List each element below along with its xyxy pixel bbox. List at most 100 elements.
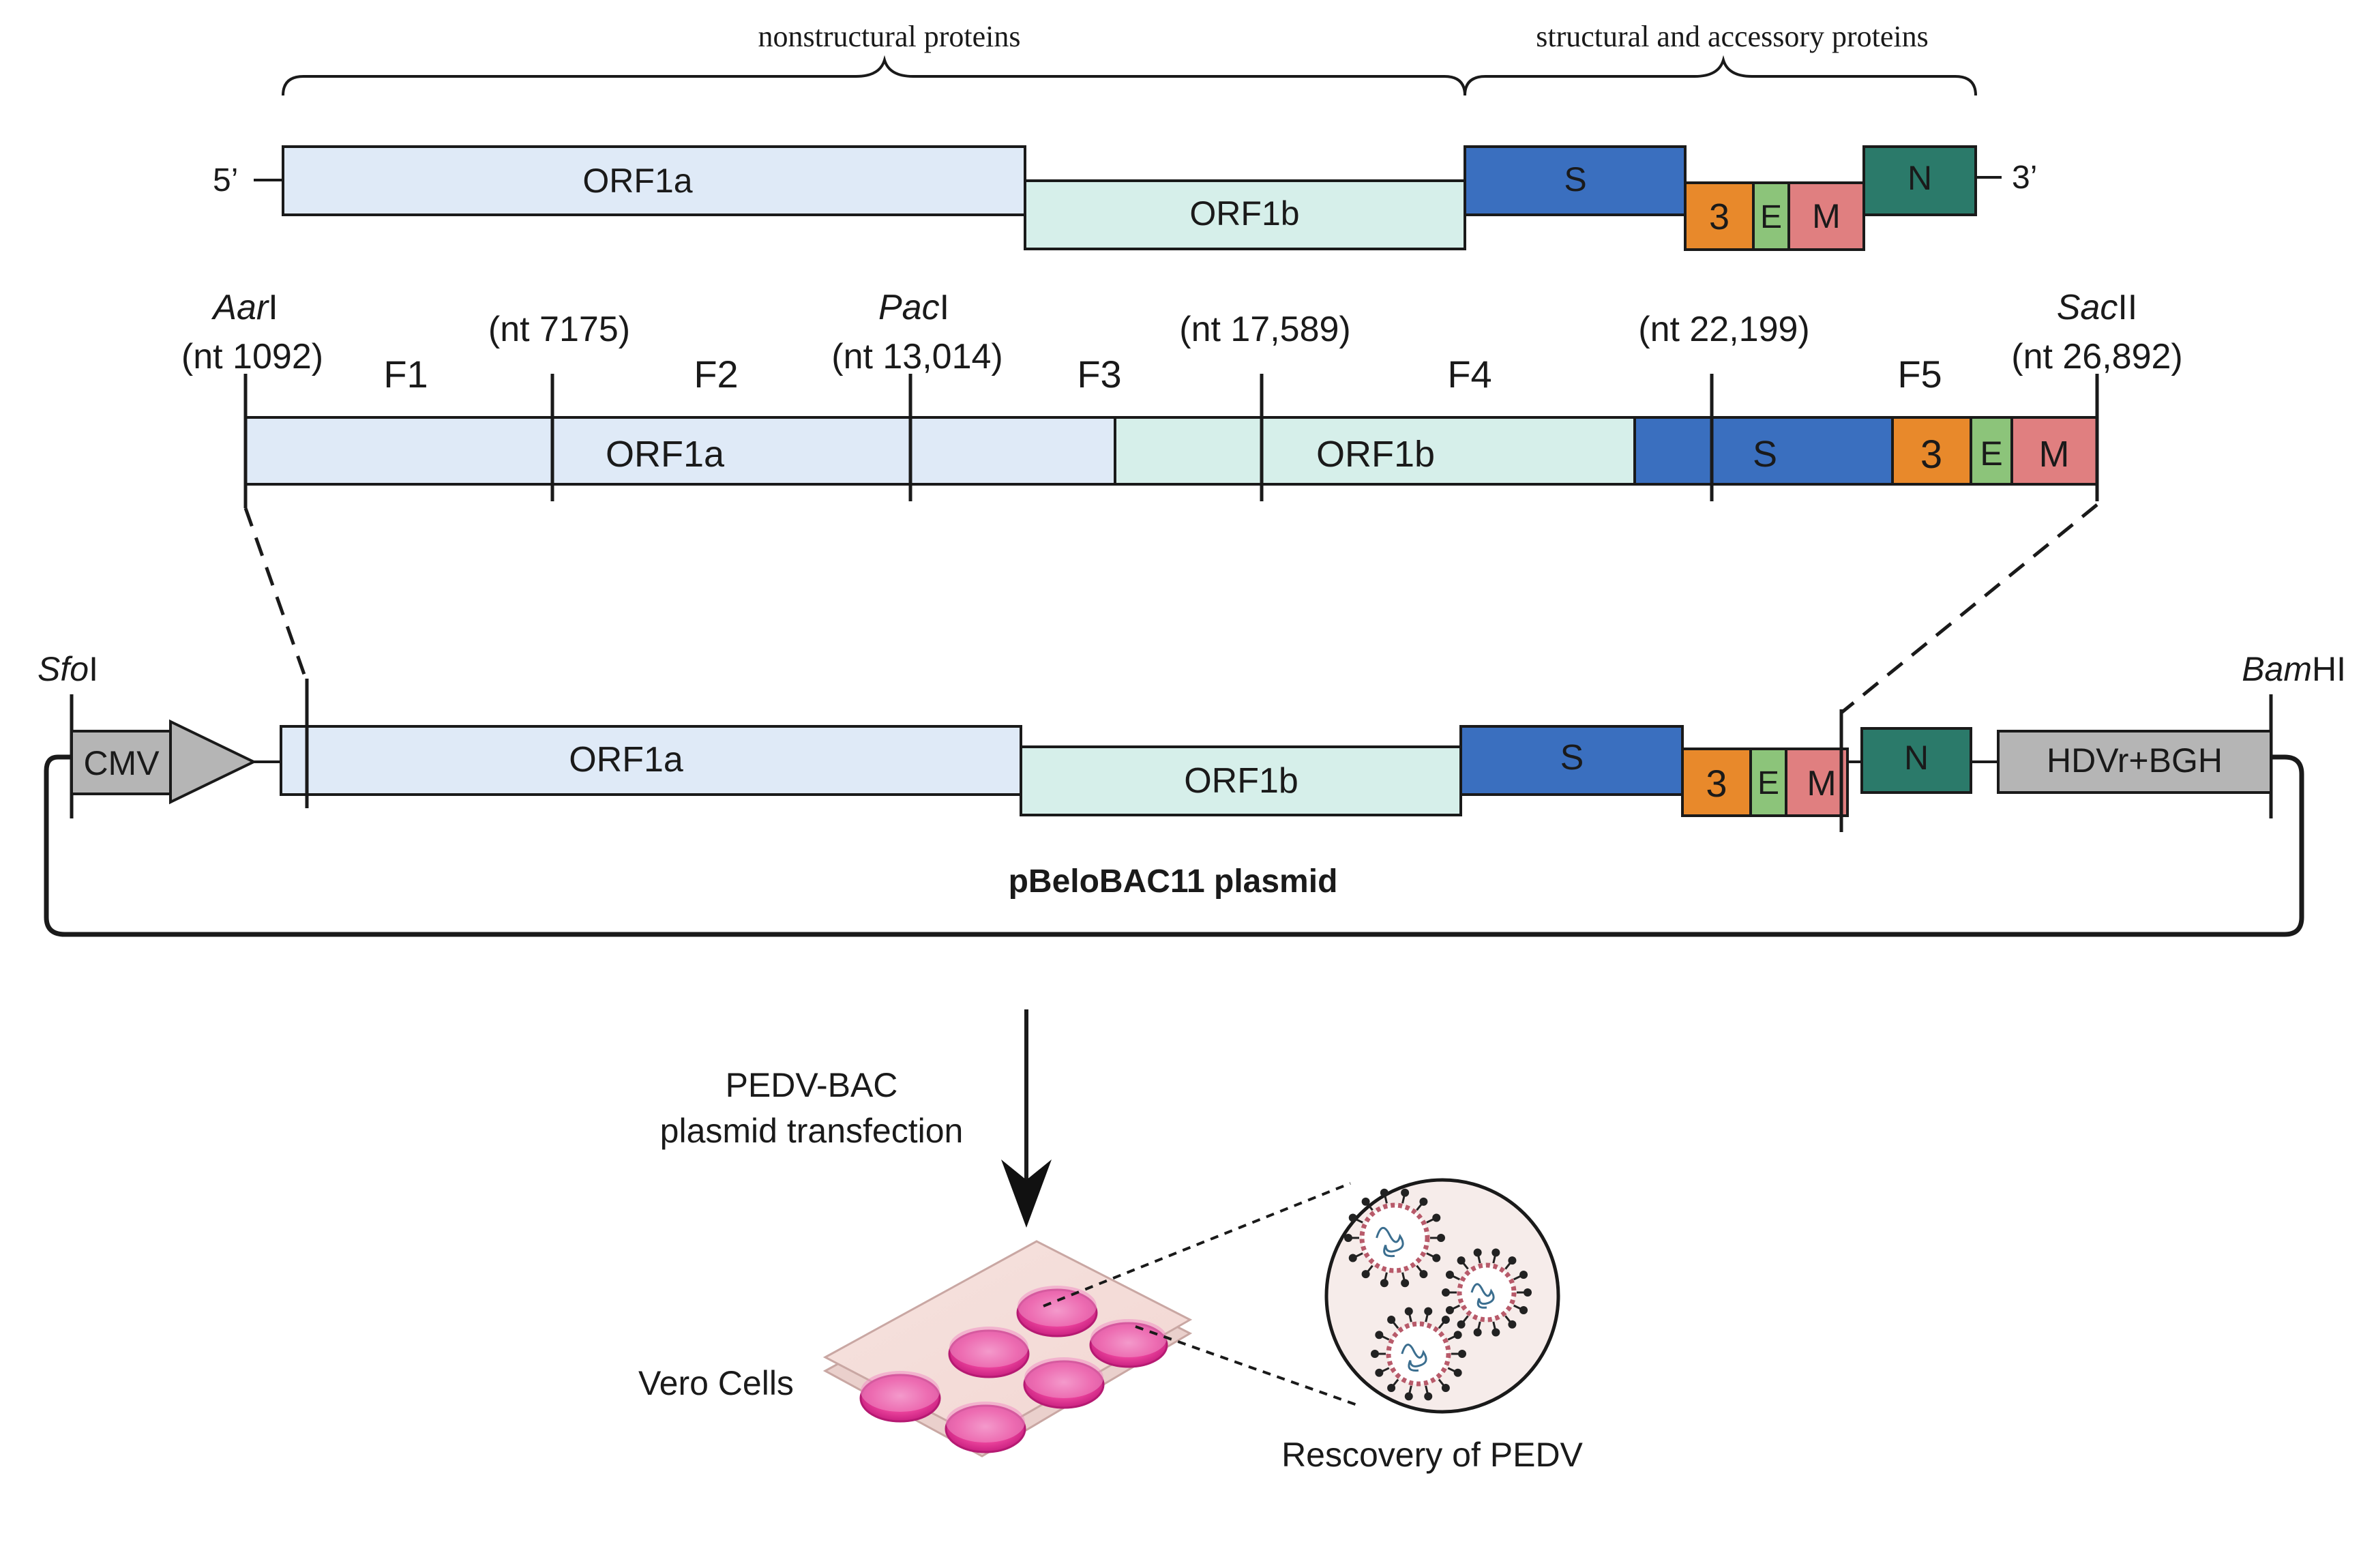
plasmid-s-box (1459, 725, 1684, 796)
hdvr-bgh-box (1997, 730, 2272, 794)
site-label-bamhi: BamHI (2242, 650, 2346, 688)
virion-icon (1344, 1188, 1445, 1288)
magnified-view-circle (1324, 1178, 1560, 1414)
fragment-orf1a-label: ORF1a (606, 434, 725, 475)
site-label-sacii: SacII (2057, 288, 2138, 327)
zoom-line-bottom (1135, 1325, 1358, 1406)
well-4 (945, 1402, 1026, 1453)
plasmid-row: SfoI BamHI CMV ORF1a ORF1b S 3 E M N HDV… (38, 650, 2346, 937)
well-2 (948, 1327, 1030, 1378)
fragment-orf1a-box (244, 416, 1116, 486)
site-sacii-italic: Sac (2057, 288, 2118, 327)
genome-row: nonstructural proteins structural and ac… (213, 20, 2037, 251)
label-5prime: 5’ (213, 162, 238, 198)
fragment-orf3-label: 3 (1920, 432, 1942, 477)
fragment-f2: F2 (694, 353, 738, 396)
fragment-f4: F4 (1447, 353, 1491, 396)
fragment-orf1b-label: ORF1b (1316, 434, 1435, 475)
site-pos-paci: (nt 13,014) (831, 337, 1003, 376)
site-sfoi-suffix: I (89, 650, 98, 688)
plasmid-loop (44, 754, 2304, 937)
transfection-arrowhead (1001, 1159, 1052, 1228)
plasmid-orf1b-box (1020, 745, 1462, 816)
dashed-left (243, 507, 309, 683)
cmv-promoter-arrow (169, 719, 257, 805)
plasmid-orf3-box (1681, 748, 1752, 817)
site-label-aari: AarI (211, 288, 278, 327)
transfection-label-line1: PEDV-BAC (726, 1066, 898, 1104)
plasmid-s-label: S (1560, 738, 1584, 778)
fragment-orf1b-box (1114, 416, 1636, 486)
well-5 (1023, 1357, 1105, 1409)
virion-icon (1371, 1307, 1466, 1401)
brace-label-structural: structural and accessory proteins (1536, 20, 1928, 53)
plasmid-e-label: E (1757, 765, 1779, 801)
fragments-row: AarI (nt 1092) (nt 7175) PacI (nt 13,014… (181, 288, 2183, 714)
site-pos-7175: (nt 7175) (488, 310, 630, 349)
fragment-e-box (1970, 416, 2013, 486)
site-bamhi-suffix: HI (2312, 650, 2346, 688)
fragment-f5: F5 (1897, 353, 1942, 396)
brace-nonstructural (282, 55, 1466, 96)
cmv-box (70, 730, 172, 795)
plasmid-orf1a-label: ORF1a (569, 740, 683, 780)
genome-orf1b-box (1024, 179, 1466, 250)
genome-orf3-label: 3 (1709, 196, 1729, 237)
genome-orf1b-label: ORF1b (1189, 194, 1299, 233)
six-well-plate (822, 1240, 1193, 1458)
well-1 (859, 1371, 941, 1423)
fragment-s-label: S (1753, 434, 1777, 475)
site-bamhi-italic: Bam (2242, 650, 2312, 688)
site-sfoi-italic: Sfo (38, 650, 89, 688)
genome-m-label: M (1812, 197, 1841, 235)
plasmid-orf3-label: 3 (1706, 762, 1727, 805)
fragment-f1: F1 (383, 353, 428, 396)
transfection-row: PEDV-BAC plasmid transfection Vero Cells (638, 1009, 1584, 1474)
site-paci-suffix: I (940, 288, 949, 327)
plasmid-m-label: M (1807, 764, 1836, 803)
site-label-paci: PacI (878, 288, 949, 327)
brace-structural (1464, 55, 1977, 96)
rescue-label: Rescovery of PEDV (1281, 1436, 1583, 1474)
site-sacii-suffix: II (2118, 288, 2137, 327)
plasmid-m-box (1785, 748, 1849, 817)
genome-e-label: E (1760, 199, 1782, 235)
plasmid-n-box (1860, 727, 1972, 794)
plasmid-n-label: N (1904, 739, 1929, 777)
well-6 (1089, 1319, 1168, 1368)
site-aari-suffix: I (268, 288, 278, 327)
site-label-sfoi: SfoI (38, 650, 98, 688)
brace-label-nonstructural: nonstructural proteins (758, 20, 1021, 53)
genome-n-box (1862, 145, 1977, 216)
well-3 (1016, 1286, 1098, 1337)
dashed-right (1840, 503, 2098, 714)
cmv-label: CMV (83, 744, 160, 782)
zoom-line-top (1043, 1182, 1351, 1307)
virions (1344, 1188, 1532, 1401)
genome-orf3-box (1684, 181, 1755, 251)
plasmid-orf1a-box (280, 725, 1022, 796)
site-pos-aari: (nt 1092) (181, 337, 323, 376)
plasmid-name: pBeloBAC11 plasmid (1009, 863, 1338, 900)
virion-icon (1442, 1248, 1532, 1337)
fragment-m-label: M (2039, 434, 2070, 475)
fragment-orf3-box (1891, 416, 1972, 486)
plasmid-orf1b-label: ORF1b (1184, 761, 1298, 801)
vero-cells-label: Vero Cells (638, 1364, 794, 1402)
genome-n-label: N (1907, 159, 1932, 197)
site-aari-italic: Aar (211, 288, 270, 327)
site-pos-22199: (nt 22,199) (1638, 310, 1810, 349)
genome-s-label: S (1564, 160, 1586, 198)
genome-s-box (1464, 145, 1687, 216)
genome-orf1a-label: ORF1a (582, 162, 692, 200)
site-paci-italic: Pac (878, 288, 940, 327)
transfection-label-line2: plasmid transfection (660, 1112, 964, 1150)
label-3prime: 3’ (2012, 160, 2037, 196)
fragment-s-box (1633, 416, 1894, 486)
fragment-e-label: E (1980, 434, 2002, 473)
fragment-f3: F3 (1077, 353, 1121, 396)
genome-orf1a-box (282, 145, 1026, 216)
hdvr-bgh-label: HDVr+BGH (2047, 741, 2223, 780)
site-pos-17589: (nt 17,589) (1179, 310, 1351, 349)
